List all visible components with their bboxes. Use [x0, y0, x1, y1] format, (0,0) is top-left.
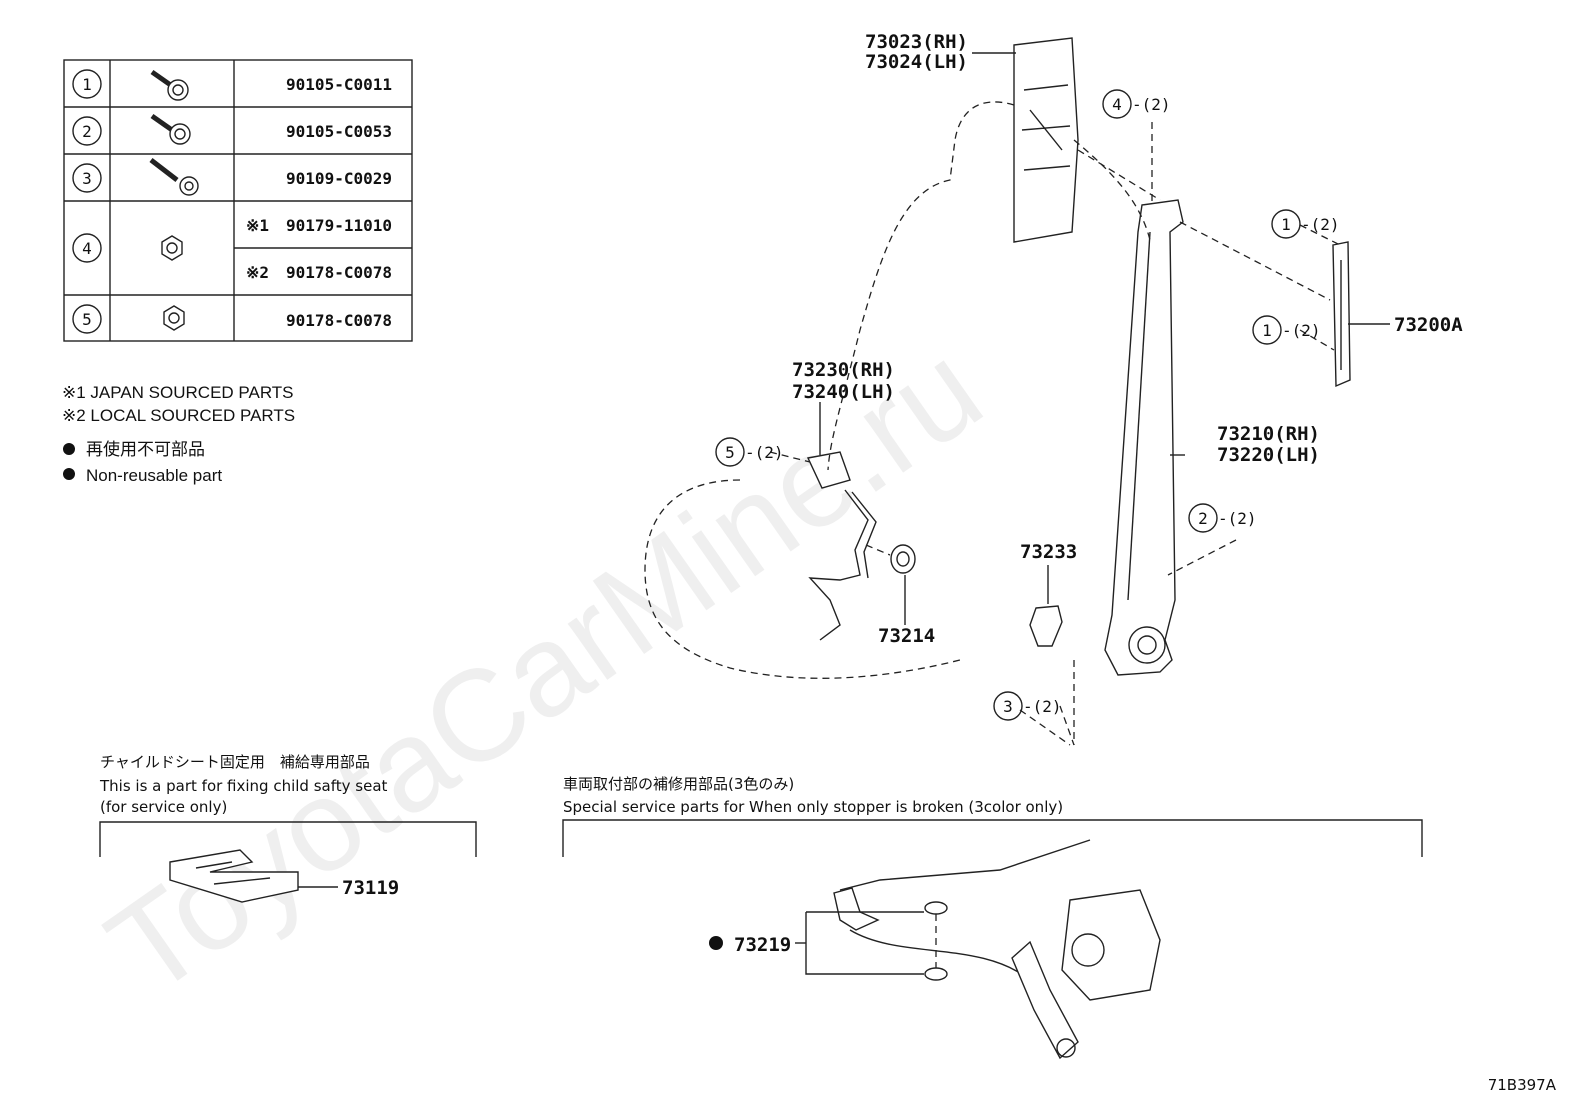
bolt-icon — [150, 113, 191, 145]
figure-id: 71B397A — [1488, 1076, 1557, 1094]
bubble-1: 1 -(2) — [1252, 315, 1321, 345]
callout-73023: 73023(RH) — [865, 31, 968, 53]
bubble-number: 4 — [1112, 95, 1122, 114]
bubble-number: 3 — [1003, 697, 1013, 716]
long-bolt-icon — [149, 158, 199, 196]
qty-label: -(2) — [1218, 509, 1257, 528]
bullet-icon — [63, 468, 75, 480]
callout-73024: 73024(LH) — [865, 51, 968, 73]
nut-icon — [161, 235, 183, 261]
table-row: 4 ※1 90179-11010 ※2 90178-C0078 — [72, 216, 392, 282]
stopper-box: 車両取付部の補修用部品(3色のみ) Special service parts … — [562, 775, 1423, 1060]
qty-label: -(2) — [1282, 321, 1321, 340]
row-index: 3 — [82, 169, 92, 188]
legend-note-2: ※2 LOCAL SOURCED PARTS — [62, 406, 295, 425]
qty-label: -(2) — [1023, 697, 1062, 716]
part-number: 90179-11010 — [286, 216, 392, 235]
row-index: 2 — [82, 122, 92, 141]
source-mark: ※2 — [246, 263, 269, 282]
bubble-number: 1 — [1262, 321, 1272, 340]
bubble-4: 4 -(2) — [1102, 89, 1171, 119]
row-index: 5 — [82, 310, 92, 329]
child-seat-box: チャイルドシート固定用 補給専用部品 This is a part for fi… — [99, 753, 477, 903]
part-number: 90109-C0029 — [286, 169, 392, 188]
table-row: 3 90109-C0029 — [72, 158, 392, 196]
row-index: 1 — [82, 75, 92, 94]
callout-73200a: 73200A — [1394, 314, 1463, 336]
legend: ※1 JAPAN SOURCED PARTS ※2 LOCAL SOURCED … — [62, 383, 295, 485]
nonreusable-jp: 再使用不可部品 — [86, 439, 205, 459]
part-number: 90178-C0078 — [286, 311, 392, 330]
part-number: 90105-C0011 — [286, 75, 392, 94]
child-seat-line2: (for service only) — [100, 798, 227, 816]
bolt-icon — [150, 69, 189, 101]
seat-belt-drawing — [644, 37, 1390, 746]
callout-73230: 73230(RH) — [792, 359, 895, 381]
nut-icon — [163, 305, 185, 331]
part-number: 90178-C0078 — [286, 263, 392, 282]
table-row: 2 90105-C0053 — [72, 113, 392, 146]
bubble-number: 5 — [725, 443, 735, 462]
bubble-5: 5 -(2) — [715, 437, 784, 467]
bubble-2: 2 -(2) — [1188, 503, 1257, 533]
bubble-number: 1 — [1281, 215, 1291, 234]
callout-73220: 73220(LH) — [1217, 444, 1320, 466]
child-seat-title-jp: チャイルドシート固定用 補給専用部品 — [100, 753, 370, 771]
row-index: 4 — [82, 239, 92, 258]
callout-73210: 73210(RH) — [1217, 423, 1320, 445]
legend-note-1: ※1 JAPAN SOURCED PARTS — [62, 383, 294, 402]
child-seat-line1: This is a part for fixing child safty se… — [99, 777, 388, 795]
source-mark: ※1 — [246, 216, 269, 235]
part-number: 90105-C0053 — [286, 122, 392, 141]
nonreusable-en: Non-reusable part — [86, 466, 222, 485]
bubble-3: 3 -(2) — [993, 691, 1062, 721]
fastener-table: 1 90105-C0011 2 90105-C0053 3 — [63, 59, 413, 342]
bubble-number: 2 — [1198, 509, 1208, 528]
qty-label: -(2) — [1132, 95, 1171, 114]
callout-73233: 73233 — [1020, 541, 1077, 563]
qty-label: -(2) — [745, 443, 784, 462]
bubble-1: 1 -(2) — [1271, 209, 1340, 239]
callout-73119: 73119 — [342, 877, 399, 899]
callout-73214: 73214 — [878, 625, 935, 647]
callout-73219: 73219 — [734, 934, 791, 956]
table-row: 1 90105-C0011 — [72, 69, 392, 101]
table-row: 5 90178-C0078 — [72, 304, 392, 334]
qty-label: -(2) — [1301, 215, 1340, 234]
bullet-icon — [63, 443, 75, 455]
stopper-title-jp: 車両取付部の補修用部品(3色のみ) — [563, 775, 794, 793]
nonreusable-marker-icon — [709, 936, 723, 950]
stopper-line1: Special service parts for When only stop… — [563, 798, 1063, 816]
callout-73240: 73240(LH) — [792, 381, 895, 403]
